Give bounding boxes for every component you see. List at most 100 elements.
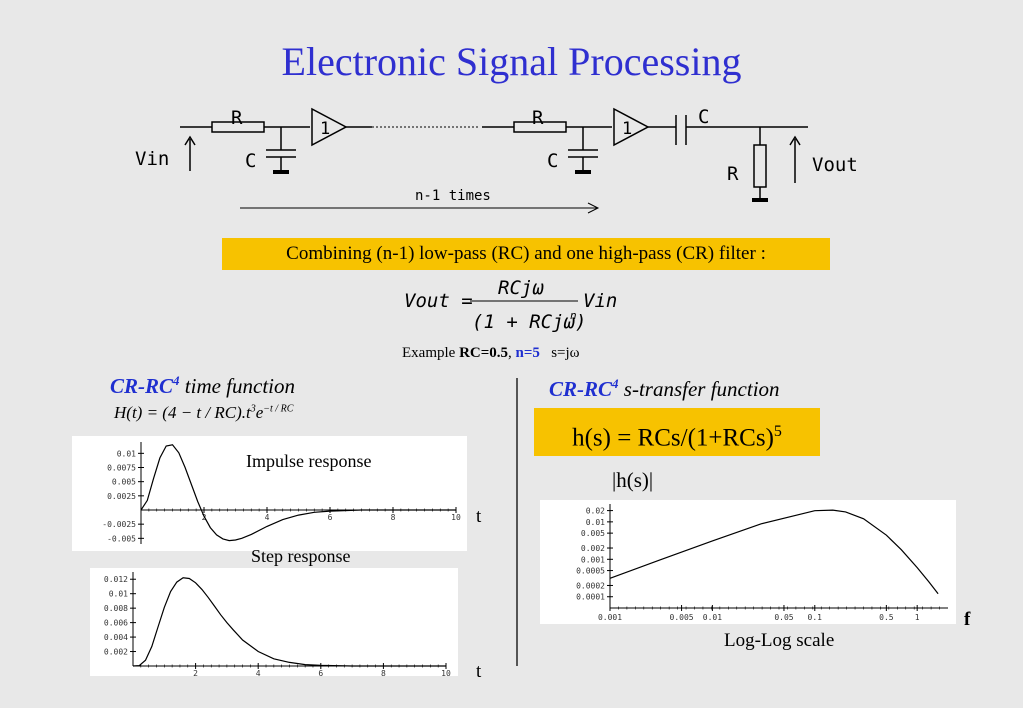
impulse-x-label: t — [476, 506, 482, 527]
x-tick-label: 0.001 — [598, 613, 622, 622]
y-tick-label: 0.01 — [586, 518, 605, 527]
y-tick-label: 0.005 — [112, 478, 136, 487]
loglog-svg: 0.001 0.005 0.01 0.05 0.1 0.5 1 0.02 0.01 0.005 0.… — [576, 504, 948, 622]
example-line: Example RC=0.5, n=5 s=jω — [402, 345, 580, 362]
title-em: CR-RC — [549, 377, 613, 401]
x-tick-label: 0.01 — [703, 613, 722, 622]
x-tick-label: 4 — [265, 513, 270, 522]
y-tick-label: 0.02 — [586, 507, 605, 516]
x-tick-label: 6 — [328, 513, 333, 522]
amp1-label: 1 — [320, 119, 330, 139]
formula-lhs: Vout = — [404, 290, 473, 312]
loglog-caption: Log-Log scale — [724, 630, 835, 651]
vin-arrowhead — [184, 135, 196, 146]
x-tick-label: 6 — [318, 669, 323, 676]
repeat-label: n-1 times — [415, 188, 491, 204]
y-tick-label: -0.005 — [107, 534, 136, 543]
y-tick-label: 0.0001 — [576, 593, 605, 602]
example-n: n=5 — [515, 345, 540, 361]
x-tick-label: 10 — [451, 513, 461, 522]
title-em: CR-RC — [110, 374, 174, 398]
circuit-diagram: R C 1 R C 1 C R Vin Vout n-1 times — [135, 106, 858, 214]
x-tick-label: 0.05 — [774, 613, 793, 622]
hs-sup: 5 — [773, 423, 782, 440]
y-tick-label: 0.0002 — [576, 581, 605, 590]
time-formula-main: H(t) = (4 − t / RC).t — [114, 403, 251, 422]
y-tick-label: 0.001 — [581, 555, 605, 564]
vout-label: Vout — [812, 154, 858, 176]
x-tick-label: 8 — [391, 513, 396, 522]
example-rc: RC=0.5 — [459, 345, 509, 361]
r2-label: R — [532, 107, 544, 129]
y-tick-label: 0.01 — [109, 590, 128, 599]
x-tick-label: 0.005 — [670, 613, 694, 622]
amp2-label: 1 — [622, 119, 632, 139]
step-x-label: t — [476, 661, 482, 682]
y-tick-label: 0.002 — [581, 544, 605, 553]
loglog-x-label: f — [964, 609, 971, 630]
y-tick-label: 0.002 — [104, 648, 128, 657]
y-tick-label: 0.006 — [104, 619, 128, 628]
time-function-title: CR-RC4 time function — [110, 373, 295, 399]
hs-main: h(s) = RCs/(1+RCs) — [572, 424, 774, 452]
page-title: Electronic Signal Processing — [281, 39, 742, 84]
step-response-plot: 2 4 6 8 10 0.012 0.01 0.008 0.006 0.004 0.002 — [90, 568, 458, 678]
title-rest: s-transfer function — [618, 377, 780, 401]
time-formula-sup2: −t / RC — [263, 403, 294, 415]
c3-label: C — [698, 106, 709, 128]
time-formula-sup1: 3 — [250, 403, 256, 415]
series-line — [140, 444, 456, 542]
y-tick-label: 0.0025 — [107, 492, 136, 501]
y-tick-label: 0.005 — [581, 529, 605, 538]
x-tick-label: 0.1 — [808, 613, 823, 622]
y-tick-label: 0.0075 — [107, 464, 136, 473]
time-formula: H(t) = (4 − t / RC).t3e−t / RC — [114, 403, 293, 423]
x-tick-label: 8 — [381, 669, 386, 676]
formula-rhs: Vin — [583, 290, 617, 312]
amplifier-2 — [613, 107, 650, 147]
magnitude-label: |h(s)| — [612, 468, 654, 492]
loglog-plot: 0.001 0.005 0.01 0.05 0.1 0.5 1 0.02 0.01 0.005 0.… — [540, 500, 956, 624]
y-tick-label: 0.012 — [104, 575, 128, 584]
example-s: s=jω — [551, 345, 580, 361]
series-line — [609, 509, 939, 595]
step-title: Step response — [251, 546, 351, 566]
step-svg: 2 4 6 8 10 0.012 0.01 0.008 0.006 0.004 0.002 — [104, 572, 451, 678]
combo-banner: Combining (n-1) low-pass (RC) and one hi… — [222, 238, 830, 270]
s-transfer-title: CR-RC4 s-transfer function — [549, 376, 780, 402]
x-tick-label: 10 — [441, 669, 451, 676]
vout-arrowhead — [789, 135, 801, 146]
c1-label: C — [245, 150, 256, 172]
example-prefix: Example — [402, 345, 456, 361]
series-line — [132, 577, 446, 667]
transfer-formula: Vout = RCjω (1 + RCjω) n Vin — [404, 277, 617, 333]
r3-label: R — [727, 163, 739, 185]
title-sup: 4 — [612, 376, 619, 391]
amplifier-1 — [311, 107, 348, 147]
c2-label: C — [547, 150, 558, 172]
formula-exponent: n — [570, 309, 577, 322]
title-sup: 4 — [173, 373, 180, 388]
y-tick-label: -0.0025 — [102, 520, 136, 529]
section-divider — [516, 378, 518, 666]
title-rest: time function — [179, 374, 296, 398]
r1-label: R — [231, 107, 243, 129]
example-sep: , — [508, 345, 512, 361]
y-tick-label: 0.008 — [104, 604, 128, 613]
time-formula-mid: e — [255, 403, 264, 422]
y-tick-label: 0.0005 — [576, 567, 605, 576]
impulse-title: Impulse response — [246, 451, 372, 471]
repeat-arrowhead — [587, 202, 600, 214]
x-tick-label: 1 — [915, 613, 920, 622]
hs-formula-box: h(s) = RCs/(1+RCs)5 — [534, 408, 820, 456]
vin-label: Vin — [135, 148, 169, 170]
formula-denominator: (1 + RCjω) — [472, 311, 586, 333]
formula-numerator: RCjω — [498, 277, 544, 299]
x-tick-label: 0.5 — [879, 613, 894, 622]
y-tick-label: 0.004 — [104, 633, 128, 642]
y-tick-label: 0.01 — [117, 449, 136, 458]
x-tick-label: 2 — [193, 669, 198, 676]
x-tick-label: 4 — [256, 669, 261, 676]
